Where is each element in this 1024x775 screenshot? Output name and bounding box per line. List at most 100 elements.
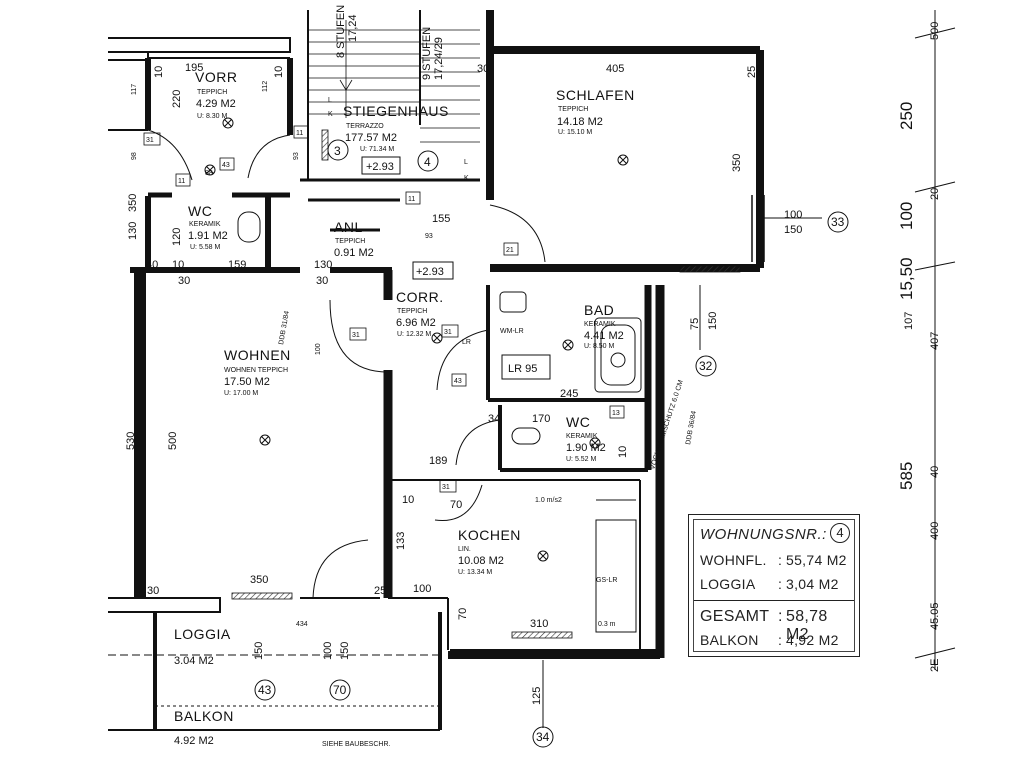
light-wc2: [589, 437, 601, 449]
fixtures: [237, 211, 642, 633]
info-row-value: 55,74 M2: [786, 552, 847, 568]
info-row-key: LOGGIA: [700, 576, 756, 592]
info-separator: [694, 600, 854, 601]
fixture-labels: WM-LR LR 95 LR 1.0 m/s2 GS-LR 0.3 m L K …: [328, 97, 617, 628]
circle-markers: [254, 139, 849, 748]
room-floor-kochen: LIN.: [458, 546, 471, 553]
dim-245: 245: [560, 388, 578, 400]
room-perim-corr: U: 12.32 M: [397, 331, 431, 338]
siehe-label: SIEHE BAUBESCHR.: [322, 741, 391, 748]
info-row-colon: :: [778, 608, 783, 625]
dim-100b: 100: [897, 202, 916, 230]
stair-labels: 8 STUFEN 17,24 9 STUFEN 17,24/29: [335, 5, 445, 80]
stair-lower-count: 9 STUFEN: [421, 27, 433, 80]
door-wc2: [455, 419, 501, 466]
dim-30d: 30: [147, 585, 159, 597]
info-row-key: WOHNFL.: [700, 552, 767, 568]
door-bad: [436, 329, 489, 391]
dim-130b: 130: [314, 259, 332, 271]
fixture-wm: 1.0 m/s2: [535, 497, 562, 504]
bathtub: [594, 317, 642, 393]
door-vorr-right: [247, 134, 291, 179]
room-perim-vorr: U: 8.30 M: [197, 113, 228, 120]
dim-10e: 10: [617, 446, 629, 458]
dim-530: 530: [125, 432, 137, 450]
edge-label-4: 400: [929, 522, 941, 540]
room-area-stiegenhaus: 177.57 M2: [345, 132, 397, 144]
door-schlafen: [489, 204, 546, 263]
dim-150b: 150: [707, 312, 719, 330]
room-floor-wc1: KERAMIK: [189, 221, 221, 228]
dim-117: 117: [131, 84, 138, 95]
dim-500: 500: [167, 432, 179, 450]
fixture-wmlr: WM-LR: [500, 328, 524, 335]
room-perim-stiegenhaus: U: 71.34 M: [360, 146, 394, 153]
level-landing: +2.93: [366, 161, 394, 173]
dim-88: 88: [205, 170, 213, 177]
dim-405: 405: [606, 63, 624, 75]
fixture-l1: L: [328, 97, 332, 104]
dim-350a: 350: [731, 154, 743, 172]
wall-schlafen-window: [751, 195, 765, 262]
marker-12: 11: [296, 130, 303, 137]
fixture-k2: K: [464, 175, 469, 182]
dim-10b: 10: [273, 66, 285, 78]
doors: [147, 129, 546, 599]
info-row-value: 3,04 M2: [786, 576, 839, 592]
room-name-bad: BAD: [584, 302, 614, 318]
room-name-vorr: VORR: [195, 69, 237, 85]
stair-upper-ratio: 17,24: [347, 14, 359, 42]
dim-100e: 100: [322, 642, 334, 660]
fixture-lr95: LR 95: [508, 363, 537, 375]
room-floor-corr: TEPPICH: [397, 308, 427, 315]
dim-25a: 25: [746, 66, 758, 78]
room-area-kochen: 10.08 M2: [458, 555, 504, 567]
room-name-balkon: BALKON: [174, 708, 234, 724]
marker-11: 34: [536, 730, 550, 744]
dim-220: 220: [171, 90, 183, 108]
edge-ticks: [914, 27, 956, 659]
dim-34: 34: [488, 413, 500, 425]
info-box-inner: WOHNUNGSNR.: 4 WOHNFL. : 55,74 M2 LOGGIA…: [693, 519, 855, 652]
fixture-gslr: GS-LR: [596, 577, 617, 584]
edge-label-5: 45.05: [929, 602, 941, 630]
ddb-label-2: DDB 36/84: [685, 410, 698, 445]
room-floor-wohnen: WOHNEN TEPPICH: [224, 367, 288, 374]
fixture-lr: LR: [462, 339, 471, 346]
room-floor-schlafen: TEPPICH: [558, 106, 588, 113]
stair-lower-ratio: 17,24/29: [433, 37, 445, 80]
door-wohnen-loggia: [312, 539, 369, 599]
dim-195: 195: [185, 62, 203, 74]
room-floor-vorr: TEPPICH: [197, 89, 227, 96]
room-perim-wc1: U: 5.58 M: [190, 244, 221, 251]
wall-top-strip: [108, 37, 291, 53]
marker-14: 11: [178, 178, 185, 185]
info-row-colon: :: [778, 576, 783, 592]
room-name-wc2: WC: [566, 414, 590, 430]
dim-189: 189: [429, 455, 447, 467]
room-name-schlafen: SCHLAFEN: [556, 87, 635, 103]
edge-label-2: 407: [929, 332, 941, 350]
dim-98: 98: [131, 152, 138, 160]
marker-0: 31: [146, 137, 154, 144]
room-area-corr: 6.96 M2: [396, 317, 436, 329]
dim-25b: 25: [374, 585, 386, 597]
info-row-key: BALKON: [700, 632, 759, 648]
dim-155: 155: [432, 213, 450, 225]
marker-5: 31: [444, 329, 452, 336]
room-name-anl: ANL: [334, 219, 363, 235]
apartment-info-box: WOHNUNGSNR.: 4 WOHNFL. : 55,74 M2 LOGGIA…: [688, 514, 860, 657]
kitchen-counter: [595, 519, 637, 633]
bathtub-inner: [600, 324, 636, 386]
info-number: 4: [830, 523, 850, 543]
room-area-wohnen: 17.50 M2: [224, 376, 270, 388]
marker-3: 31: [442, 484, 450, 491]
dim-10c: 10: [172, 259, 184, 271]
wash-basin-bad: [499, 291, 527, 313]
ceiling-lights: [204, 117, 629, 562]
tag-3: 3: [334, 144, 341, 158]
room-area-wc2: 1.90 M2: [566, 442, 606, 454]
dim-30c: 30: [316, 275, 328, 287]
dim-10d: 10: [402, 494, 414, 506]
dim-100: 100: [784, 209, 802, 221]
